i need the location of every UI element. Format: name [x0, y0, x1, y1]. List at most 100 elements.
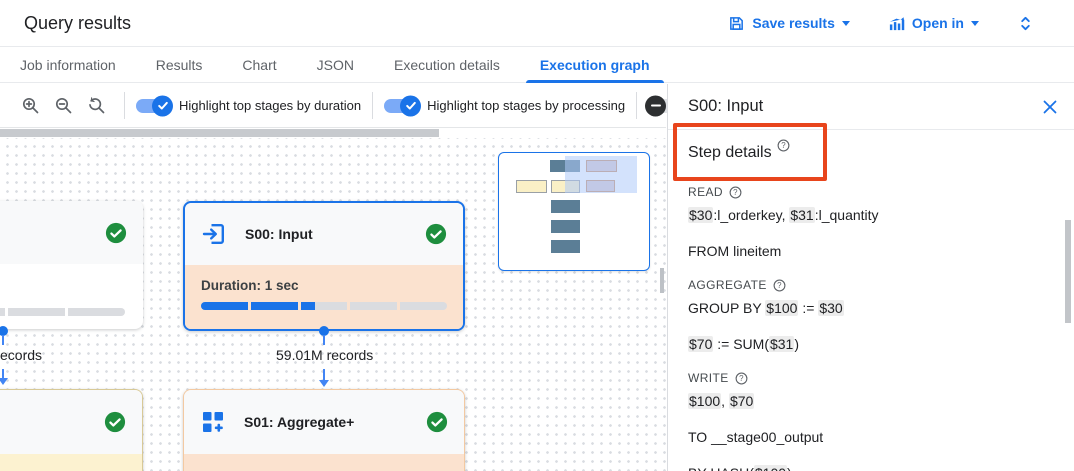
graph-minimap[interactable]: [498, 152, 650, 271]
svg-text:?: ?: [739, 374, 744, 383]
panel-body: Step details ? READ?$30:l_orderkey, $31:…: [668, 130, 1074, 471]
tab-execution-graph[interactable]: Execution graph: [525, 48, 664, 83]
step-code-line: $100, $70: [688, 393, 755, 409]
chevron-down-icon: [971, 21, 979, 26]
stage-card-s01[interactable]: S01: Aggregate+: [183, 389, 465, 471]
chart-icon: [889, 16, 905, 30]
stage-card-header: [0, 390, 142, 454]
header-actions: Save results Open in: [728, 15, 1034, 32]
toolbar-divider: [372, 92, 374, 119]
stage-duration-label: Duration: 1 sec: [201, 278, 299, 293]
tab-json[interactable]: JSON: [316, 57, 354, 73]
toggle-knob-check-icon: [400, 95, 422, 116]
stage-duration-section: Duration: 1 sec: [185, 265, 463, 329]
chevron-down-icon: [841, 21, 850, 26]
minimap-stage-block: [551, 220, 580, 233]
edge-line: [323, 369, 325, 380]
edge-dot: [319, 326, 329, 336]
svg-text:?: ?: [733, 188, 738, 197]
page-header: Query results Save results Open in: [0, 0, 1074, 47]
save-results-button[interactable]: Save results: [728, 15, 850, 32]
tab-bar: Job information Results Chart JSON Execution…: [0, 48, 1074, 83]
toolbar-divider: [636, 92, 638, 119]
stage-card-header: S00: Input: [185, 203, 463, 265]
step-block-label: READ?: [688, 184, 1054, 200]
toggle-highlight-duration[interactable]: [136, 95, 173, 116]
zoom-in-icon[interactable]: [21, 96, 40, 115]
minimap-stage-block: [551, 240, 580, 253]
execution-graph-canvas[interactable]: S00: Input Duration: 1 sec ecords 59.01M…: [0, 127, 666, 471]
toggle-highlight-processing[interactable]: [384, 95, 422, 116]
graph-toolbar: Highlight top stages by duration Highlig…: [0, 84, 683, 127]
help-icon[interactable]: ?: [773, 279, 786, 292]
open-in-button[interactable]: Open in: [888, 15, 979, 32]
minimap-stage-block: [551, 200, 580, 213]
zoom-out-icon[interactable]: [54, 96, 73, 115]
edge-label-records: 59.01M records: [276, 347, 374, 363]
help-icon[interactable]: ?: [735, 372, 748, 385]
edge-line: [2, 335, 4, 345]
stage-card-partial-bottom[interactable]: [0, 389, 143, 471]
minimap-stage-block: [516, 180, 547, 193]
step-code-line: GROUP BY $100 := $30: [688, 300, 844, 316]
save-icon: [730, 16, 744, 30]
step-block: WRITE? $100, $70: [688, 370, 1054, 412]
success-check-icon: [105, 222, 127, 243]
step-block: BY HASH($100): [688, 463, 1054, 471]
save-results-label: Save results: [752, 15, 835, 31]
step-block-label: AGGREGATE?: [688, 277, 1054, 293]
success-check-icon: [425, 223, 447, 245]
step-block: FROM lineitem: [688, 241, 1054, 262]
reset-zoom-icon[interactable]: [87, 96, 106, 115]
stage-progress-bar: [0, 308, 125, 316]
success-check-icon: [426, 411, 448, 433]
edge-label-left: ecords: [0, 347, 43, 363]
step-code-line: $70 := SUM($31): [688, 336, 800, 352]
step-details-title: Step details: [688, 144, 772, 161]
help-icon[interactable]: ?: [777, 139, 790, 152]
tab-chart[interactable]: Chart: [242, 57, 277, 73]
success-check-icon: [104, 411, 126, 433]
toggle-duration-label: Highlight top stages by duration: [179, 98, 362, 113]
stage-card-s00[interactable]: S00: Input Duration: 1 sec: [183, 201, 465, 331]
horizontal-scrollbar-thumb[interactable]: [0, 129, 439, 137]
svg-text:?: ?: [777, 281, 782, 290]
toggle-processing-label: Highlight top stages by processing: [427, 98, 626, 113]
step-block-label: WRITE?: [688, 370, 1054, 386]
step-code-line: BY HASH($100): [688, 463, 1054, 471]
step-details-panel: S00: Input Step details ? READ?$30:l_ord…: [667, 84, 1074, 471]
edge-arrowhead-icon: [319, 380, 329, 387]
toolbar-divider: [124, 92, 125, 119]
edge-line: [2, 369, 4, 378]
stage-title: S01: Aggregate+: [244, 414, 355, 430]
tab-job-information[interactable]: Job information: [20, 57, 116, 73]
close-icon[interactable]: [1042, 99, 1058, 115]
graph-vertical-scrollbar-thumb[interactable]: [660, 268, 664, 293]
panel-scrollbar-thumb[interactable]: [1065, 220, 1071, 323]
aggregate-stage-icon: [203, 412, 223, 432]
step-block: $70 := SUM($31): [688, 334, 1054, 355]
toggle-knob-minus-icon: [645, 95, 667, 116]
step-details-heading: Step details ?: [688, 139, 1054, 168]
toggle-knob-check-icon: [152, 95, 173, 116]
tab-results[interactable]: Results: [155, 57, 203, 73]
stage-card-header: S01: Aggregate+: [184, 390, 464, 454]
stage-progress-bar: [201, 302, 447, 310]
tab-execution-details[interactable]: Execution details: [393, 57, 500, 73]
minimap-viewport[interactable]: [565, 156, 637, 193]
input-stage-icon: [202, 224, 224, 244]
panel-header: S00: Input: [668, 84, 1074, 130]
panel-title: S00: Input: [688, 97, 764, 115]
step-block: READ?$30:l_orderkey, $31:l_quantity: [688, 184, 1054, 226]
stage-card-partial-top[interactable]: [0, 201, 143, 329]
step-block: AGGREGATE? GROUP BY $100 := $30: [688, 277, 1054, 319]
step-code-line: TO __stage00_output: [688, 429, 824, 445]
horizontal-scrollbar: [0, 128, 666, 138]
stage-card-header: [0, 201, 143, 264]
svg-text:?: ?: [781, 141, 786, 150]
step-block: TO __stage00_output: [688, 427, 1054, 448]
collapse-expand-icon[interactable]: [1017, 15, 1034, 32]
help-icon[interactable]: ?: [729, 186, 742, 199]
step-code-line: FROM lineitem: [688, 243, 782, 259]
